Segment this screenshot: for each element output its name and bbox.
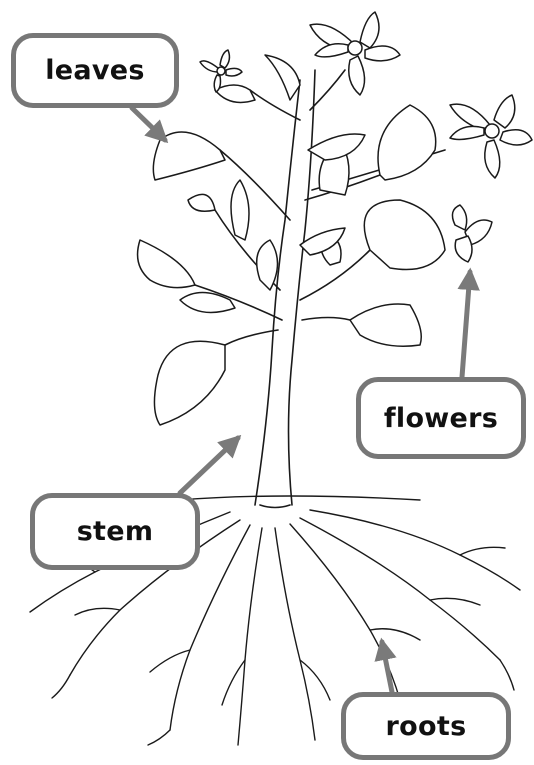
- flower-right: [450, 95, 532, 178]
- label-stem: stem: [30, 493, 200, 570]
- arrow-leaves: [132, 108, 165, 140]
- label-leaves: leaves: [11, 33, 179, 108]
- flower-bud: [452, 205, 492, 262]
- arrow-flowers: [462, 272, 470, 377]
- flower-top: [310, 12, 400, 95]
- label-flowers: flowers: [356, 377, 526, 459]
- arrow-stem: [180, 438, 238, 493]
- label-roots: roots: [341, 692, 511, 760]
- arrow-roots: [382, 642, 392, 692]
